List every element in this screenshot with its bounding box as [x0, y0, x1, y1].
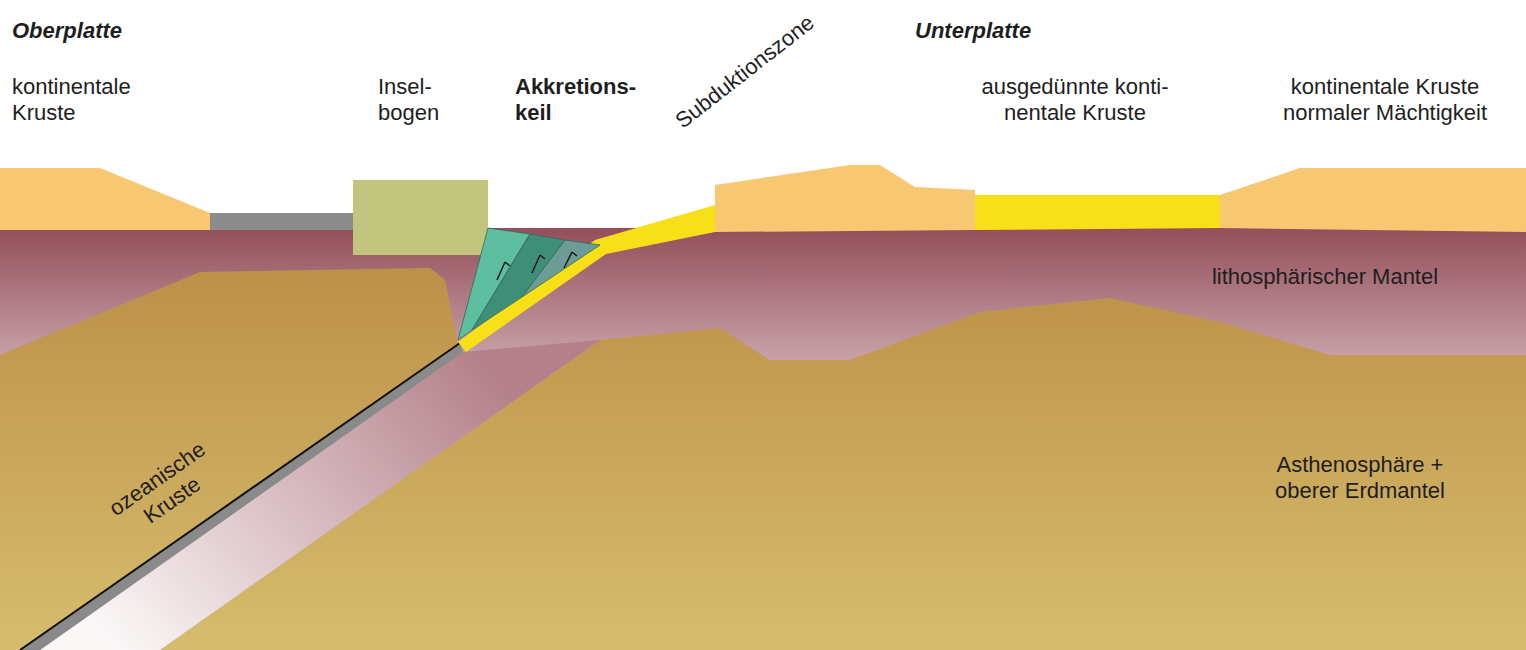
thrust-marks	[497, 252, 577, 280]
wedge-label: Akkretions- keil	[515, 74, 636, 127]
slab-mantle	[40, 340, 600, 650]
continental-crust-left	[0, 168, 210, 230]
continental-crust-mid	[715, 165, 975, 232]
plate-heading: Unterplatte	[915, 18, 1031, 44]
crust-label: ozeanische Kruste	[104, 436, 225, 543]
lithospheric-mantle	[0, 228, 1526, 650]
continental-crust-right	[1220, 168, 1526, 232]
thinned-crust	[975, 195, 1220, 230]
plate-heading: Oberplatte	[12, 18, 122, 44]
zone-label: Subduktionszone	[670, 10, 819, 135]
layer-label: lithosphärischer Mantel	[1212, 264, 1438, 290]
crust-label: ausgedünnte konti- nentale Kruste	[960, 74, 1190, 127]
layer-label: Asthenosphäre + oberer Erdmantel	[1258, 452, 1463, 505]
oceanic-crust-upper	[210, 213, 355, 230]
sediment-strip	[458, 205, 715, 352]
crust-label: kontinentale Kruste normaler Mächtigkeit	[1254, 74, 1516, 127]
island-arc	[353, 180, 488, 255]
wedge-slice	[472, 234, 565, 330]
crust-label: kontinentale Kruste	[12, 74, 131, 127]
slab-top-line	[20, 343, 460, 650]
wedge-slice	[522, 240, 600, 297]
arc-label: Insel- bogen	[378, 74, 439, 127]
oceanic-crust-band	[20, 343, 463, 650]
